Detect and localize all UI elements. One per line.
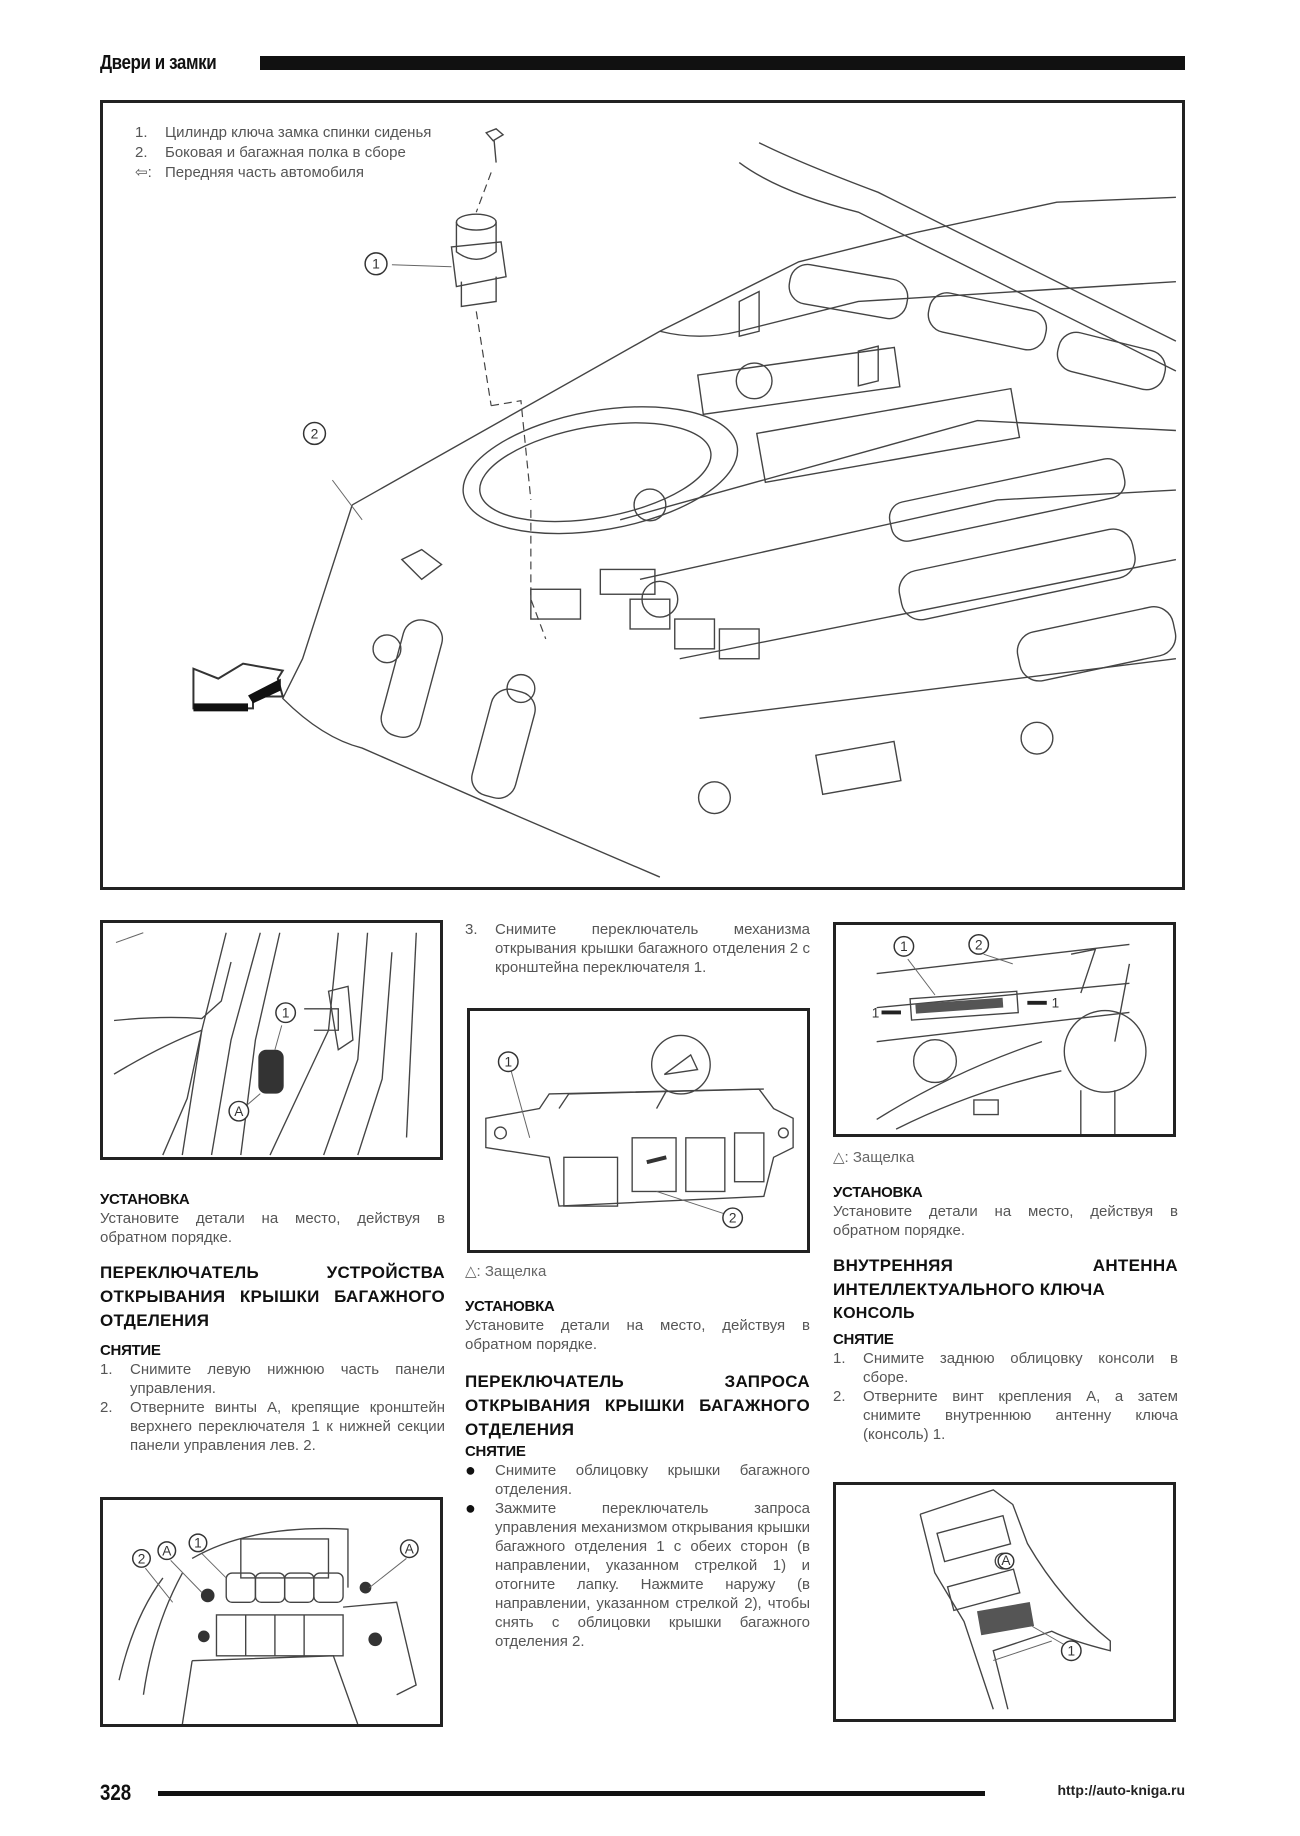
callout-1: 1 bbox=[497, 1051, 519, 1073]
callout-1: 1 bbox=[893, 935, 915, 957]
svg-text:A: A bbox=[1001, 1553, 1011, 1568]
figure-left-bottom: 2 A 1 A bbox=[100, 1497, 443, 1727]
callout-2: 2 bbox=[302, 421, 327, 446]
list-item: ●Зажмите переключатель запроса управлени… bbox=[465, 1498, 810, 1651]
rear-shelf-drawing: 1 2 bbox=[192, 128, 1177, 878]
control-panel-switch-drawing: 2 A 1 A bbox=[118, 1527, 419, 1724]
right-column-text: △: Защелка УСТАНОВКА Установите детали н… bbox=[833, 1148, 1178, 1444]
middle-column-text: △: Защелка УСТАНОВКА Установите детали н… bbox=[465, 1262, 810, 1651]
figure-left-top: 1 A bbox=[100, 920, 443, 1160]
middle-column-top-text: 3.Снимите переключатель механизма открыв… bbox=[465, 920, 810, 977]
svg-text:2: 2 bbox=[975, 937, 983, 952]
install-text: Установите детали на место, действуя в о… bbox=[100, 1210, 445, 1246]
svg-text:2: 2 bbox=[138, 1551, 146, 1566]
page-number: 328 bbox=[100, 1780, 132, 1805]
install-heading: УСТАНОВКА bbox=[100, 1191, 190, 1208]
svg-text:1: 1 bbox=[900, 939, 908, 954]
legend-item: 1.Цилиндр ключа замка спинки сиденья bbox=[135, 124, 432, 141]
svg-text:A: A bbox=[405, 1542, 415, 1557]
footer-url-link[interactable]: http://auto-kniga.ru bbox=[1057, 1782, 1185, 1798]
section-heading: ВНУТРЕННЯЯ АНТЕННА ИНТЕЛЛЕКТУАЛЬНОГО КЛЮ… bbox=[833, 1256, 1178, 1299]
footer-rule bbox=[158, 1791, 985, 1796]
callout-2: 2 bbox=[722, 1207, 744, 1229]
main-figure: 1.Цилиндр ключа замка спинки сиденья 2.Б… bbox=[100, 100, 1185, 890]
callout-2: 2 bbox=[968, 933, 990, 955]
callout-a: A bbox=[399, 1539, 419, 1559]
removal-heading: СНЯТИЕ bbox=[100, 1342, 161, 1359]
svg-text:2: 2 bbox=[729, 1211, 737, 1226]
install-heading: УСТАНОВКА bbox=[833, 1184, 923, 1201]
section-heading: ПЕРЕКЛЮЧАТЕЛЬ УСТРОЙСТВА ОТКРЫВАНИЯ КРЫШ… bbox=[100, 1263, 445, 1330]
install-text: Установите детали на место, действуя в о… bbox=[833, 1203, 1178, 1239]
figure-right-top: 1 1 1 2 bbox=[833, 922, 1176, 1137]
callout-1: 1 bbox=[1060, 1640, 1082, 1662]
removal-heading: СНЯТИЕ bbox=[833, 1331, 894, 1348]
arrow-1-label: 1 bbox=[872, 1005, 880, 1020]
header-rule bbox=[260, 56, 1185, 70]
door-latch-drawing: 1 A bbox=[113, 932, 417, 1156]
trunk-opener-switch-drawing: 1 2 bbox=[485, 1034, 794, 1229]
front-arrow-icon: ⇦: bbox=[135, 164, 152, 181]
latch-caption: △: Защелка bbox=[833, 1149, 915, 1166]
svg-text:1: 1 bbox=[282, 1006, 290, 1021]
svg-text:2: 2 bbox=[311, 425, 319, 441]
page-footer: 328 http://auto-kniga.ru bbox=[100, 1780, 1185, 1810]
latch-triangle-icon: △: bbox=[833, 1149, 849, 1166]
callout-1: 1 bbox=[275, 1002, 297, 1024]
figure-right-bottom: A 1 bbox=[833, 1482, 1176, 1722]
install-heading: УСТАНОВКА bbox=[465, 1298, 555, 1315]
arrow-1-label: 1 bbox=[1052, 996, 1060, 1011]
svg-text:A: A bbox=[234, 1104, 244, 1119]
section-title: Двери и замки bbox=[100, 52, 217, 74]
latch-triangle-icon: △: bbox=[465, 1263, 481, 1280]
front-of-vehicle-arrow-icon bbox=[192, 662, 285, 712]
callout-1: 1 bbox=[188, 1533, 208, 1553]
removal-heading: СНЯТИЕ bbox=[465, 1443, 526, 1460]
list-item: 1.Снимите заднюю облицовку консоли в сбо… bbox=[833, 1350, 1178, 1386]
console-antenna-drawing: A 1 bbox=[919, 1489, 1111, 1710]
callout-1: 1 bbox=[364, 252, 388, 276]
list-item: 2.Отверните винты A, крепящие кронштейн … bbox=[100, 1399, 445, 1454]
legend-item: 2.Боковая и багажная полка в сборе bbox=[135, 144, 406, 161]
figure-legend: 1.Цилиндр ключа замка спинки сиденья 2.Б… bbox=[135, 123, 431, 183]
subsection-heading: КОНСОЛЬ bbox=[833, 1305, 915, 1322]
list-item: 2.Отверните винт крепления A, а затем сн… bbox=[833, 1388, 1178, 1443]
callout-a: A bbox=[997, 1552, 1015, 1570]
install-text: Установите детали на место, действуя в о… bbox=[465, 1317, 810, 1353]
list-item: 3.Снимите переключатель механизма открыв… bbox=[465, 921, 810, 976]
page-header: Двери и замки bbox=[100, 50, 1185, 80]
svg-text:A: A bbox=[162, 1544, 172, 1559]
trunk-lid-switch-drawing: 1 1 1 2 bbox=[872, 933, 1147, 1134]
section-heading: ПЕРЕКЛЮЧАТЕЛЬ ЗАПРОСА ОТКРЫВАНИЯ КРЫШКИ … bbox=[465, 1372, 810, 1439]
svg-text:1: 1 bbox=[372, 256, 380, 272]
latch-caption: △: Защелка bbox=[465, 1263, 547, 1280]
figure-middle: 1 2 bbox=[467, 1008, 810, 1253]
callout-a: A bbox=[157, 1541, 177, 1561]
legend-item: ⇦:Передняя часть автомобиля bbox=[135, 164, 364, 181]
left-column-text: УСТАНОВКА Установите детали на место, де… bbox=[100, 1190, 445, 1455]
svg-text:1: 1 bbox=[504, 1055, 512, 1070]
svg-text:1: 1 bbox=[1067, 1644, 1075, 1659]
callout-a: A bbox=[228, 1100, 250, 1122]
list-item: 1.Снимите левую нижнюю часть панели упра… bbox=[100, 1361, 445, 1397]
svg-text:1: 1 bbox=[194, 1536, 202, 1551]
list-item: ●Снимите облицовку крышки багажного отде… bbox=[465, 1460, 810, 1499]
callout-2: 2 bbox=[131, 1548, 151, 1568]
